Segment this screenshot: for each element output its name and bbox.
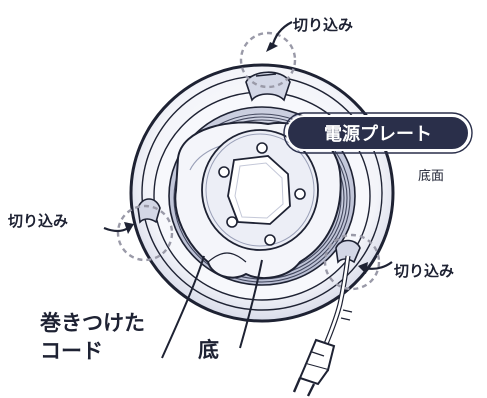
cutout-label-left: 切り込み xyxy=(8,212,68,230)
arrow-top xyxy=(270,21,293,49)
power-plate-badge: 電源プレート xyxy=(283,112,473,154)
cutout-circle-right xyxy=(323,233,381,291)
power-plate-label: 電源プレート xyxy=(324,123,432,145)
bottom-surface-label: 底面 xyxy=(418,168,444,184)
bottom-label: 底 xyxy=(198,338,219,362)
cutout-label-top: 切り込み xyxy=(293,16,353,34)
leader-bottom xyxy=(239,259,263,349)
power-cord xyxy=(323,255,353,345)
arrowhead-top xyxy=(266,42,278,52)
arrowheads xyxy=(124,42,368,274)
leader-wound-cord xyxy=(161,255,205,359)
power-plug xyxy=(292,338,336,397)
arrow-left xyxy=(103,226,129,233)
wound-cord-label-line1: 巻きつけた xyxy=(39,311,145,335)
arrowhead-right xyxy=(358,262,368,274)
screw-holes xyxy=(218,142,306,246)
left-notch xyxy=(137,198,161,224)
cutout-indicators xyxy=(116,31,381,291)
cutout-circle-left xyxy=(116,204,174,262)
right-notch xyxy=(335,239,361,264)
top-notch xyxy=(245,71,291,102)
cutout-label-right: 切り込み xyxy=(394,262,454,280)
cutout-circle-top xyxy=(239,31,297,89)
arrowhead-left xyxy=(124,222,134,234)
wound-cord-label-line2: コード xyxy=(40,339,103,363)
